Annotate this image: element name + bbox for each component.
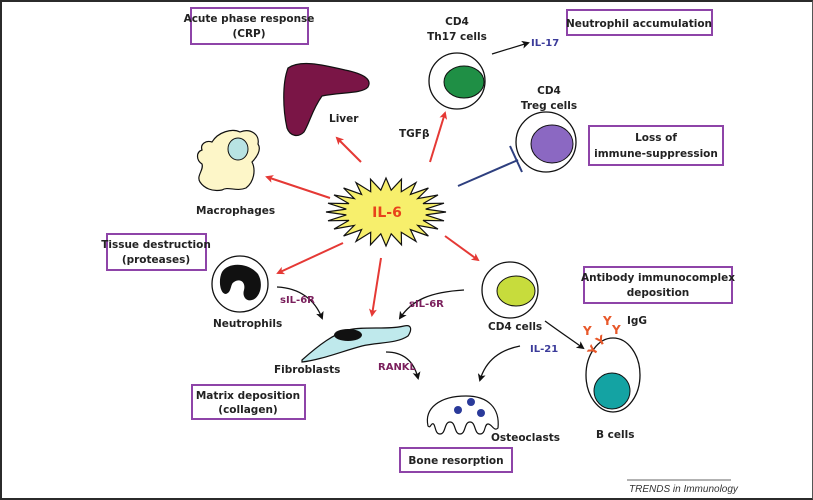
il17-arrow [491,40,530,55]
svg-text:(collagen): (collagen) [218,404,277,416]
svg-text:Y: Y [611,323,621,337]
fibroblast-icon [301,325,412,363]
sil6r-right-label: sIL-6R [409,299,444,310]
osteoclasts-label: Osteoclasts [491,432,560,444]
treg-label-line1: CD4 [537,85,561,97]
svg-text:immune-suppression: immune-suppression [594,148,718,160]
sil6r-right-arrow [398,289,465,320]
neutrophils-label: Neutrophils [213,318,282,330]
fibroblasts-label: Fibroblasts [274,364,340,376]
treg-label-line2: Treg cells [521,100,577,112]
svg-text:Y: Y [602,314,612,328]
il6-starburst-icon [325,176,447,248]
arrow-to-fibroblasts [368,257,382,317]
il21-arrow [477,345,521,382]
box-acute-phase: Acute phase response (CRP) [184,7,315,45]
igg-label: IgG [627,315,647,327]
box-loss-immune-suppression: Loss of immune-suppression [588,125,724,166]
rankl-label: RANKL [378,362,417,373]
sil6r-left-label: sIL-6R [280,295,315,306]
svg-text:(proteases): (proteases) [122,254,190,266]
svg-text:Loss of: Loss of [635,132,677,144]
macrophage-icon [196,129,260,192]
activation-arrows [265,111,480,317]
arrow-to-th17 [429,111,448,163]
il17-label: IL-17 [531,38,559,49]
b-cell-icon [585,337,641,413]
box-neutrophil-accumulation: Neutrophil accumulation [566,9,713,36]
liver-icon [283,62,370,137]
svg-text:(CRP): (CRP) [232,28,265,40]
box-bone-resorption: Bone resorption [399,447,513,473]
cd4-to-bcell-arrow [544,320,585,350]
arrow-to-macrophages [265,175,331,199]
osteoclast-icon [426,395,499,435]
th17-cell-icon [428,52,486,110]
il21-label: IL-21 [530,344,558,355]
svg-text:Y: Y [582,324,592,338]
cd4-cells-label: CD4 cells [488,321,542,333]
inhibition-line [457,145,523,187]
arrow-to-neutrophils [276,242,344,275]
il6-label: IL-6 [372,205,402,221]
svg-text:Acute phase response: Acute phase response [184,13,315,25]
liver-label: Liver [329,113,359,125]
box-antibody-deposition: Antibody immunocomplex deposition [581,266,735,304]
neutrophil-icon [211,255,269,313]
cd4-cell-icon [481,261,539,319]
svg-text:Tissue destruction: Tissue destruction [101,239,211,251]
macrophages-label: Macrophages [196,205,275,217]
arrow-to-liver [335,136,362,163]
svg-text:Antibody immunocomplex: Antibody immunocomplex [581,272,735,284]
th17-label-line1: CD4 [445,16,469,28]
tgfb-label: TGFβ [399,128,430,140]
box-tissue-destruction: Tissue destruction (proteases) [101,233,211,271]
journal-credit: TRENDS in Immunology [629,484,739,495]
svg-text:deposition: deposition [627,287,690,299]
arrow-to-cd4 [444,235,480,262]
svg-text:Bone resorption: Bone resorption [408,455,503,467]
box-matrix-deposition: Matrix deposition (collagen) [191,384,306,420]
treg-cell-icon [515,111,577,173]
sil6r-left-arrow [276,286,324,320]
rankl-arrow [385,351,421,380]
th17-label-line2: Th17 cells [427,31,487,43]
svg-text:Matrix deposition: Matrix deposition [196,390,300,402]
svg-text:Neutrophil accumulation: Neutrophil accumulation [566,18,712,30]
b-cells-label: B cells [596,429,634,441]
